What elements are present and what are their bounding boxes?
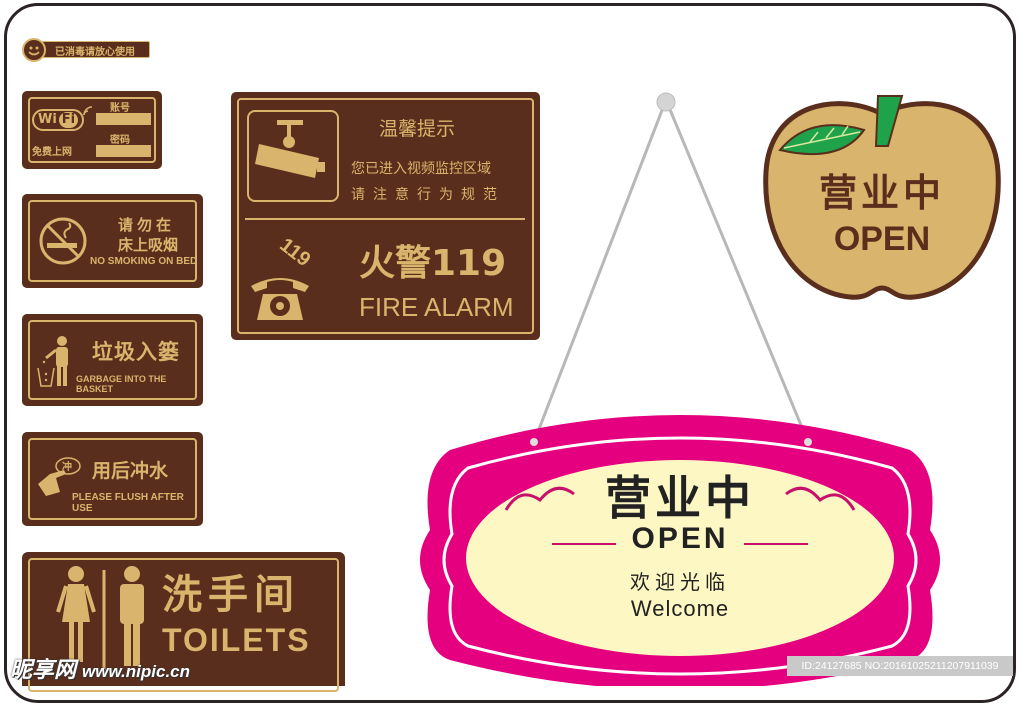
hanging-string-right <box>664 99 810 443</box>
flush-sign: 冲 用后冲水 PLEASE FLUSH AFTER USE <box>22 432 203 526</box>
wifi-logo-wi: Wi <box>38 112 57 127</box>
smiley-face-icon <box>22 38 46 62</box>
cctv-heading: 温馨提示 <box>379 118 456 140</box>
flourish-left <box>504 486 575 511</box>
apple-english: OPEN <box>833 220 931 258</box>
cctv-fire-sign: 温馨提示 您已进入视频监控区域 请注意行为规范 119 火警119 FIRE A… <box>231 92 540 340</box>
hanging-string-left <box>532 99 668 443</box>
apple-open-sign: 营业中 OPEN <box>760 92 1004 302</box>
watermark-id-bar: ID:24127685 NO:20161025211207911039 <box>787 656 1013 676</box>
no-smoking-sign: 请勿在 床上吸烟 NO SMOKING ON BED <box>22 194 203 288</box>
toilet-title: 洗手间 <box>162 572 300 618</box>
wifi-account-field <box>96 113 151 125</box>
apple-shape <box>763 95 1001 300</box>
rotary-phone-icon <box>251 278 309 320</box>
cctv-line1: 您已进入视频监控区域 <box>351 161 491 177</box>
hanging-sign-shape <box>420 92 940 686</box>
no-smoking-line2: 床上吸烟 <box>118 236 179 254</box>
flourish-right <box>785 486 856 511</box>
hanging-welcome-cn: 欢迎光临 <box>630 570 730 594</box>
hanging-welcome-en: Welcome <box>630 596 730 621</box>
wifi-password-label: 密码 <box>110 135 130 146</box>
no-smoking-icon <box>39 217 87 265</box>
watermark-logo: 昵享网 www.nipic.cn <box>10 652 190 684</box>
garbage-english: GARBAGE INTO THE BASKET <box>76 374 167 394</box>
sign-divider <box>245 218 525 220</box>
apple-stem <box>874 95 904 147</box>
no-smoking-english: NO SMOKING ON BED <box>90 256 198 267</box>
fire-title: 火警119 <box>359 243 507 284</box>
hand-press-flush-icon: 冲 <box>38 457 81 496</box>
flush-badge-text: 冲 <box>62 460 72 473</box>
wifi-account-label: 账号 <box>110 103 130 114</box>
cctv-camera-icon <box>255 120 325 178</box>
apple-title: 营业中 <box>818 171 945 215</box>
sign-border <box>237 98 534 334</box>
watermark-url: www.nipic.cn <box>82 662 191 681</box>
garbage-sign: 垃圾入篓 GARBAGE INTO THE BASKET <box>22 314 203 406</box>
hanging-title: 营业中 <box>605 471 755 525</box>
sterilized-badge: 已消毒请放心使用 <box>22 38 150 62</box>
woman-man-restroom-icon <box>56 566 144 670</box>
trash-person-icon <box>37 336 68 387</box>
wifi-password-field <box>96 145 151 157</box>
sterilized-badge-bar: 已消毒请放心使用 <box>36 41 150 58</box>
sterilized-badge-text: 已消毒请放心使用 <box>55 47 135 58</box>
cctv-line2: 请注意行为规范 <box>351 187 505 203</box>
toilet-sign: 洗手间 TOILETS <box>22 552 345 692</box>
hanging-nail <box>656 92 676 112</box>
sign-border <box>28 200 197 282</box>
no-smoking-line1: 请勿在 <box>118 216 176 234</box>
fire-english: FIRE ALARM <box>359 292 514 322</box>
wifi-free-text: 免费上网 <box>32 147 72 158</box>
wifi-logo-fi: Fi <box>58 112 79 128</box>
toilet-english: TOILETS <box>162 622 311 658</box>
wifi-signal-icon <box>83 106 93 116</box>
watermark-site-name: 昵享网 <box>10 658 77 683</box>
flush-title: 用后冲水 <box>92 460 169 482</box>
hanging-english: OPEN <box>631 522 729 555</box>
flush-english: PLEASE FLUSH AFTER USE <box>72 492 184 514</box>
hanging-open-sign: 营业中 OPEN 欢迎光临 Welcome <box>410 90 950 686</box>
garbage-title: 垃圾入篓 <box>92 340 180 364</box>
sign-border <box>28 320 197 400</box>
cctv-camera-frame <box>247 110 339 202</box>
sign-border <box>28 438 197 520</box>
sign-border <box>28 97 156 163</box>
